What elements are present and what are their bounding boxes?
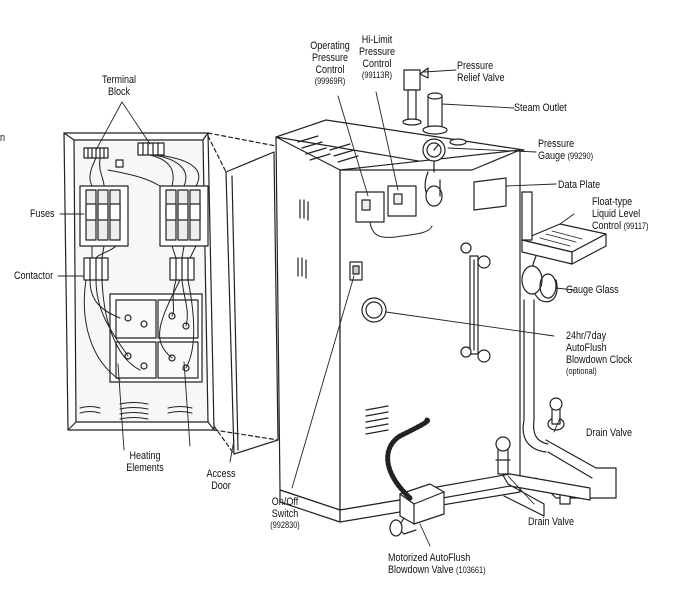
label-text: Contactor: [14, 270, 54, 282]
motorized-blowdown-valve: [390, 484, 444, 536]
optional-note: (optional): [566, 366, 597, 376]
flex-conduit: [388, 420, 428, 498]
label-text: Data Plate: [558, 179, 601, 191]
label-text: Switch: [271, 508, 299, 520]
float-level-control: [522, 224, 606, 302]
label-access-door: Access Door: [202, 468, 240, 492]
label-text: Blowdown Valve (103661): [388, 564, 486, 576]
label-text: Blowdown Valve: [388, 564, 454, 576]
label-steam-outlet: Steam Outlet: [514, 102, 567, 114]
label-text: Pressure: [358, 46, 396, 58]
gauge-glass: [461, 243, 490, 362]
fuse-block-right: [160, 186, 208, 246]
label-data-plate: Data Plate: [558, 179, 600, 191]
label-terminal-block: Terminal Block: [97, 74, 141, 98]
label-gauge-glass: Gauge Glass: [566, 284, 619, 296]
label-text: Float-type: [592, 196, 633, 208]
label-text: Steam Outlet: [514, 102, 567, 114]
label-text: Drain Valve: [528, 516, 574, 528]
label-hi-limit-pressure-control: Hi-Limit Pressure Control (99113R): [355, 34, 399, 81]
blowdown-clock: [362, 298, 386, 322]
label-text: Door: [211, 480, 231, 492]
label-text: Liquid Level: [592, 208, 641, 220]
label-text: Fuses: [30, 208, 55, 220]
leader-lines: [58, 70, 574, 546]
label-text: AutoFlush: [566, 342, 607, 354]
panel-vents: [80, 403, 192, 420]
label-text: Elements: [126, 462, 164, 474]
steam-outlet: [423, 93, 466, 145]
label-text: Blowdown Clock: [566, 354, 633, 366]
label-text: Heating: [129, 450, 161, 462]
pressure-relief-valve: [403, 68, 428, 125]
data-plate: [474, 178, 506, 210]
contactor-left: [84, 258, 108, 280]
label-text: Control: [592, 220, 622, 232]
label-text: Motorized AutoFlush: [388, 552, 471, 564]
label-motorized-blowdown-valve: Motorized AutoFlush Blowdown Valve (1036…: [388, 552, 486, 576]
label-text: Control: [362, 58, 392, 70]
label-pressure-gauge: Pressure Gauge (99290): [538, 138, 593, 162]
terminal-block-right: [138, 143, 164, 155]
operating-pressure-control: [356, 192, 384, 222]
label-text: Pressure: [457, 60, 494, 72]
label-drain-valve-right: Drain Valve: [586, 427, 632, 439]
label-contactor: Contactor: [14, 270, 53, 282]
label-blowdown-clock: 24hr/7day AutoFlush Blowdown Clock (opti…: [566, 330, 632, 377]
label-text: Drain Valve: [586, 427, 632, 439]
label-pressure-relief-valve: Pressure Relief Valve: [457, 60, 504, 84]
label-fuses: Fuses: [30, 208, 55, 220]
label-on-off-switch: On/Off Switch (992830): [266, 496, 304, 531]
label-text: 24hr/7day: [566, 330, 607, 342]
heating-elements-plate: [110, 294, 202, 382]
label-text: Pressure: [311, 52, 349, 64]
label-text: Block: [107, 86, 131, 98]
electrical-panel: [64, 133, 214, 430]
label-text: Control: [315, 64, 345, 76]
label-text: Hi-Limit: [361, 34, 393, 46]
label-text: Gauge Glass: [566, 284, 619, 296]
label-text: Pressure: [538, 138, 575, 150]
part-number: (99290): [567, 151, 594, 161]
label-edge-fragment: n: [0, 132, 5, 144]
label-text: Relief Valve: [457, 72, 505, 84]
hi-limit-pressure-control: [388, 186, 416, 216]
part-number: (99113R): [361, 70, 393, 80]
pressure-gauge: [423, 139, 445, 206]
label-heating-elements: Heating Elements: [125, 450, 166, 474]
access-door: [208, 133, 278, 454]
label-text: On/Off: [271, 496, 299, 508]
label-operating-pressure-control: Operating Pressure Control (99969R): [305, 40, 354, 87]
part-number: (99969R): [314, 76, 346, 86]
label-text: Gauge: [538, 150, 566, 162]
contactor-right: [170, 258, 194, 280]
fuse-block-left: [80, 186, 128, 246]
label-text: n: [0, 132, 6, 144]
panel-wiring: [84, 155, 198, 380]
part-number: (103661): [456, 565, 486, 575]
label-float-type-level-control: Float-type Liquid Level Control (99117): [592, 196, 648, 232]
part-number: (99117): [623, 221, 649, 231]
label-text: Access: [206, 468, 236, 480]
panel-small-switch: [116, 160, 123, 167]
label-text: Gauge (99290): [538, 150, 593, 162]
label-text: Operating: [310, 40, 350, 52]
label-drain-valve-bottom: Drain Valve: [528, 516, 574, 528]
label-text: Control (99117): [592, 220, 648, 232]
part-number: (992830): [270, 520, 300, 530]
label-text: Terminal: [101, 74, 137, 86]
